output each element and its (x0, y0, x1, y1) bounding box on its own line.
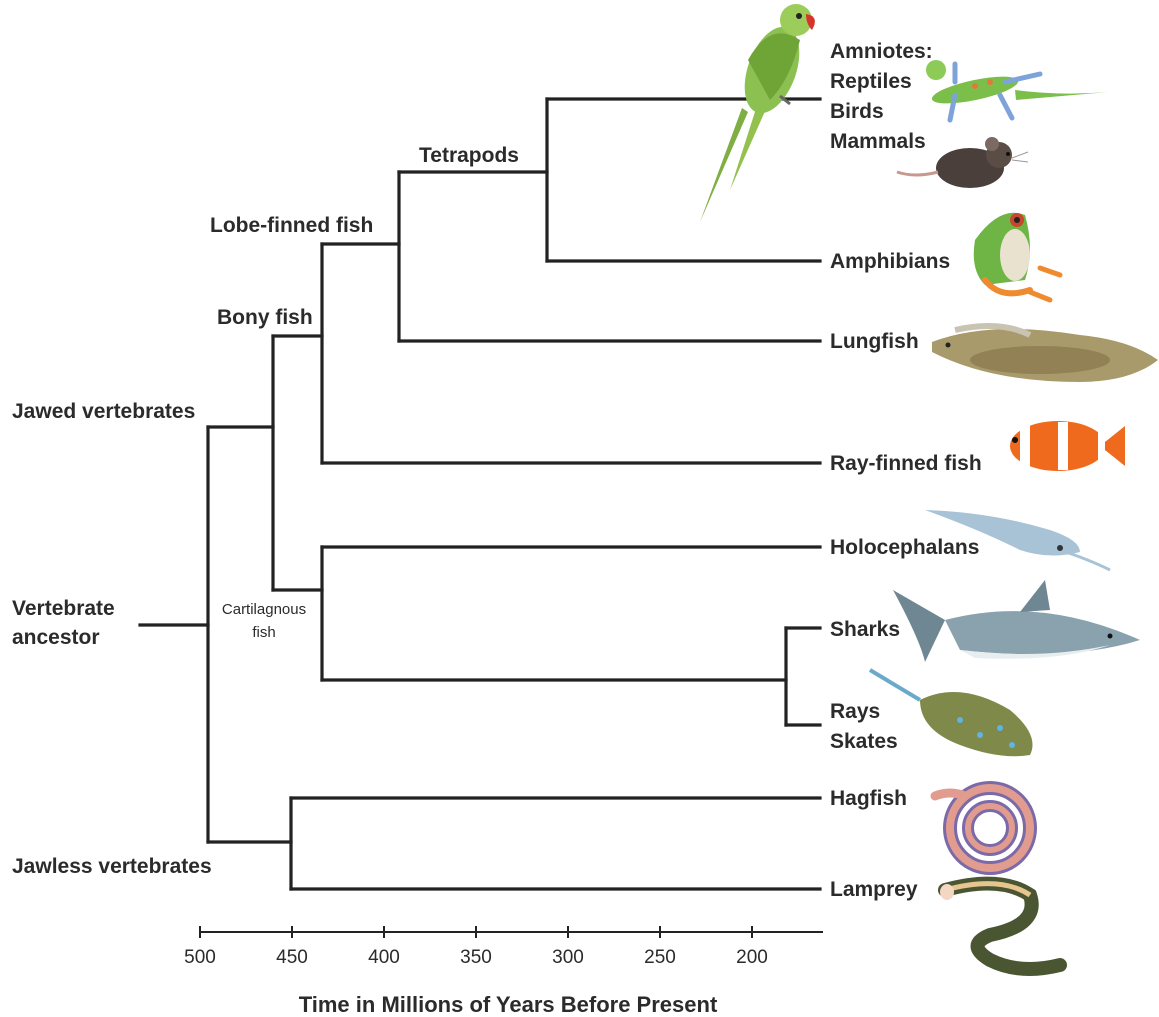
tip-holocephalans: Holocephalans (830, 536, 979, 559)
lungfish-icon (932, 326, 1158, 382)
label-vertebrate-ancestor-2: ancestor (12, 626, 100, 649)
tip-skates: Skates (830, 730, 898, 753)
label-jawless-vertebrates: Jawless vertebrates (12, 855, 212, 878)
axis-tick-label-450: 450 (276, 947, 308, 968)
tip-reptiles: Reptiles (830, 70, 912, 93)
label-jawed-vertebrates: Jawed vertebrates (12, 400, 195, 423)
tip-amphibians: Amphibians (830, 250, 950, 273)
axis-title: Time in Millions of Years Before Present (299, 992, 718, 1017)
tip-rays: Rays (830, 700, 880, 723)
tip-lungfish: Lungfish (830, 330, 919, 353)
label-vertebrate-ancestor-1: Vertebrate (12, 597, 115, 620)
tip-birds: Birds (830, 100, 884, 123)
parrot-icon (700, 4, 815, 222)
tip-mammals: Mammals (830, 130, 926, 153)
label-cartilagnous-2: fish (252, 624, 275, 641)
axis-tick-label-250: 250 (644, 947, 676, 968)
tip-ray-finned-fish: Ray-finned fish (830, 452, 982, 475)
axis-tick-label-400: 400 (368, 947, 400, 968)
time-axis: 500 450 400 350 300 250 200 Time in Mill… (184, 926, 822, 1017)
label-lobe-finned-fish: Lobe-finned fish (210, 214, 373, 237)
tip-sharks: Sharks (830, 618, 900, 641)
tip-amniotes: Amniotes: (830, 40, 933, 63)
axis-tick-label-300: 300 (552, 947, 584, 968)
axis-tick-label-350: 350 (460, 947, 492, 968)
frog-icon (974, 213, 1060, 300)
clownfish-icon (1010, 421, 1125, 471)
lizard-icon (926, 60, 1108, 120)
axis-tick-label-500: 500 (184, 947, 216, 968)
label-cartilagnous-1: Cartilagnous (222, 601, 306, 618)
lamprey-icon (940, 884, 1060, 969)
label-tetrapods: Tetrapods (419, 144, 519, 167)
label-bony-fish: Bony fish (217, 306, 313, 329)
tip-hagfish: Hagfish (830, 787, 907, 810)
tip-lamprey: Lamprey (830, 878, 918, 901)
hagfish-icon (935, 788, 1030, 868)
shark-icon (893, 580, 1140, 662)
axis-tick-label-200: 200 (736, 947, 768, 968)
